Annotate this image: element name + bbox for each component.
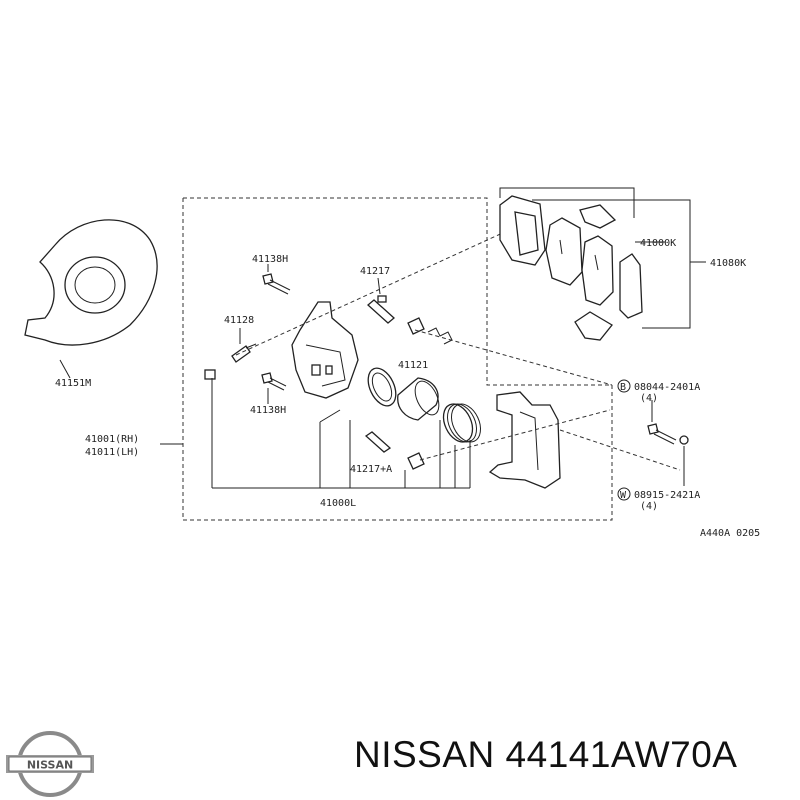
label-washer-w-qty: (4) (640, 501, 658, 512)
pad-kit-brackets (499, 187, 706, 329)
caliper-body (291, 301, 359, 399)
piston-seal (367, 367, 397, 407)
label-bleeder: 41128 (224, 315, 254, 326)
label-shield: 41151M (55, 378, 91, 389)
label-pin-lower: 41217+A (350, 464, 392, 475)
bleeder-screw (231, 343, 257, 363)
label-caliper-lh: 41011(LH) (85, 447, 139, 458)
lower-guide-bolt (261, 372, 287, 391)
piston (397, 377, 440, 421)
piston-boot (442, 403, 482, 443)
dust-shield (24, 219, 158, 379)
brake-pads (499, 195, 643, 341)
label-caliper-assy: 41000L (320, 498, 356, 509)
label-bolt-b-qty: (4) (640, 393, 658, 404)
marker-b-circle (617, 379, 631, 393)
upper-guide-pin (367, 295, 395, 324)
leader-lines (160, 224, 681, 489)
marker-w-circle (617, 487, 631, 501)
nissan-logo: NISSAN (6, 731, 94, 797)
lower-guide-pin (364, 431, 425, 470)
upper-guide-bolt (262, 273, 291, 295)
pin-boot-upper (407, 317, 453, 345)
label-caliper-rh: 41001(RH) (85, 434, 139, 445)
marker-b: B (620, 382, 626, 393)
figure-code: A440A 0205 (700, 528, 760, 539)
label-bolt-b-code: 08044-2401A (634, 382, 700, 393)
torque-member (488, 391, 561, 489)
marker-w: W (620, 490, 627, 501)
logo-text: NISSAN (27, 759, 73, 772)
label-washer-w-code: 08915-2421A (634, 490, 700, 501)
label-piston: 41121 (398, 360, 428, 371)
label-bolt-lower: 41138H (250, 405, 286, 416)
part-title: NISSAN 44141AW70A (354, 734, 738, 775)
label-pad-set: 41080K (710, 258, 746, 269)
label-pad-kit: 41000K (640, 238, 676, 249)
label-bolt-upper: 41138H (252, 254, 288, 265)
bracket-bolt (647, 423, 689, 445)
label-pin-upper: 41217 (360, 266, 390, 277)
bleeder-cap (204, 369, 216, 380)
